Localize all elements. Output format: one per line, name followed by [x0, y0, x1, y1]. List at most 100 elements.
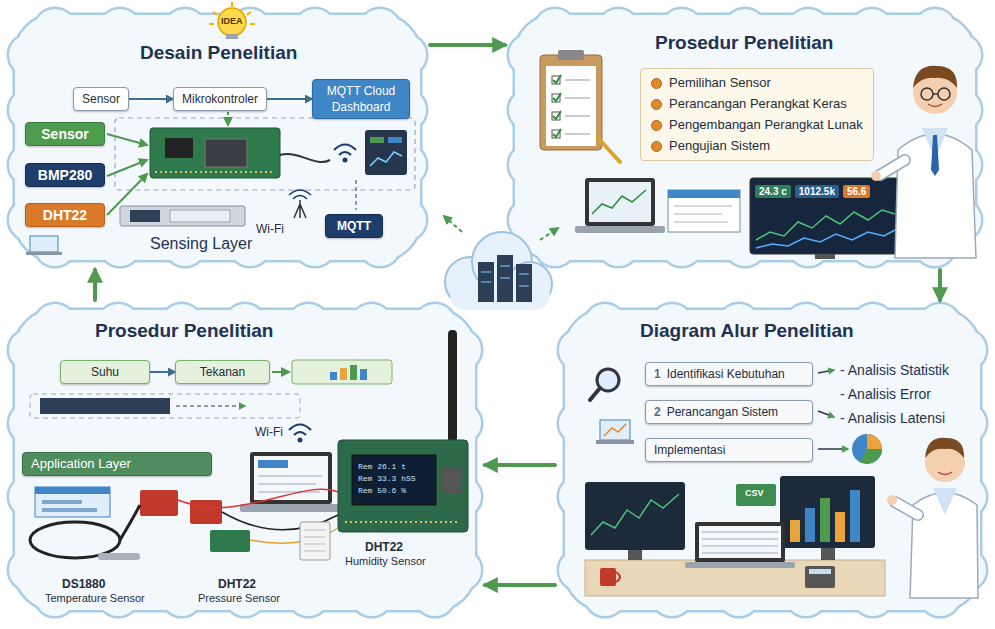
flow-arrow [485, 463, 555, 467]
board-area [26, 252, 62, 255]
clipboard [546, 66, 596, 146]
server-cloud [444, 216, 462, 232]
cloud-outline [15, 310, 475, 610]
cloud-outline [9, 9, 426, 266]
box-text: Implementasi [654, 443, 725, 457]
board-area [120, 206, 245, 226]
analysis-scene [809, 569, 831, 574]
server-cloud [516, 264, 532, 302]
cloud-outline [598, 226, 638, 266]
clipboard [558, 50, 584, 60]
cloud-outline [415, 304, 455, 344]
label-text: Humidity Sensor [345, 555, 426, 568]
analysis-scene [702, 546, 778, 547]
process-box: MQTT [325, 214, 383, 238]
workstation [592, 190, 646, 214]
process-box: Implementasi [645, 438, 813, 462]
process-box: Suhu [60, 360, 150, 384]
cloud-outline [288, 576, 328, 616]
server-cloud [481, 282, 491, 283]
analysis-scene [596, 440, 634, 444]
hardware-scene [298, 438, 303, 443]
label-text: - Analisis Statistik [840, 362, 949, 379]
board-area [150, 128, 280, 178]
idea-bulb [218, 8, 246, 36]
cloud-outline [386, 35, 426, 75]
section-cloud: Prosedur PenelitianSuhuTekananApplicatio… [5, 300, 485, 620]
section-title: Desain Penelitian [140, 42, 297, 64]
cloud-outline [352, 304, 392, 344]
hardware-scene [258, 492, 320, 493]
section-title: Prosedur Penelitian [95, 320, 273, 342]
workstation [575, 226, 665, 233]
cloud-outline [946, 330, 986, 370]
step-list-panel: Pemilihan SensorPerancangan Perangkat Ke… [640, 68, 874, 161]
analysis-scene [600, 568, 616, 586]
board-area [170, 210, 230, 222]
hardware-scene [304, 530, 326, 531]
cloud-outline [509, 145, 549, 185]
cloud-outline [509, 200, 549, 240]
label-text: Wi-Fi [255, 425, 283, 439]
cloud-outline [920, 576, 960, 616]
cloud-outline [386, 145, 426, 185]
cloud-outline [9, 403, 49, 443]
cloud-outline [559, 550, 599, 590]
cloud-outline [509, 35, 549, 75]
hardware-scene [98, 553, 140, 560]
label-text: DHT22 [218, 577, 256, 591]
cloud-outline [559, 330, 599, 370]
clipboard [553, 75, 561, 83]
box-text: Perancangan Sistem [667, 405, 778, 419]
cloud-outline [441, 477, 481, 517]
connector-arrow [129, 98, 173, 100]
cloud-outline [386, 200, 426, 240]
process-box: Mikrokontroler [173, 87, 267, 111]
label-text: Temperature Sensor [45, 592, 145, 605]
cloud-outline [509, 35, 549, 75]
clipboard [552, 112, 560, 120]
label-text: - Analisis Latensi [840, 410, 945, 427]
cloud-outline [598, 9, 638, 49]
box-text: DHT22 [43, 207, 87, 223]
analysis-scene [600, 420, 630, 440]
analysis-scene [820, 498, 830, 542]
cloud-outline [786, 576, 826, 616]
cloud-outline [946, 403, 986, 443]
process-box: Sensor [73, 87, 129, 111]
cloud-outline [288, 576, 328, 616]
server-cloud [519, 274, 529, 275]
cloud-outline [559, 330, 599, 370]
cloud-outline [386, 145, 426, 185]
clipboard [565, 134, 590, 135]
workstation [750, 178, 900, 254]
clipboard [553, 93, 561, 101]
board-area [227, 112, 229, 125]
cloud-outline [559, 403, 599, 443]
cloud-outline [565, 310, 980, 610]
clipboard [565, 80, 590, 81]
cloud-outline [515, 15, 975, 260]
board-area [370, 137, 384, 143]
hardware-scene [240, 504, 342, 512]
analysis-scene [805, 566, 835, 588]
workstation [756, 230, 895, 248]
cloud-outline [788, 226, 828, 266]
cloud-outline [441, 403, 481, 443]
hardware-scene [258, 476, 322, 477]
cloud-outline [509, 200, 549, 240]
cloud-outline [920, 576, 960, 616]
scientist [933, 488, 957, 515]
cloud-outline [9, 304, 481, 616]
hardware-scene [35, 487, 110, 494]
clipboard [553, 111, 561, 119]
workstation [668, 190, 740, 232]
oled-line: Rem 33.3 hSS [358, 473, 416, 485]
cloud-outline [941, 145, 981, 185]
cloud-outline [9, 35, 49, 75]
hardware-scene [258, 484, 316, 485]
box-text: Sensor [41, 126, 88, 142]
box-text: Suhu [91, 365, 119, 379]
hardware-scene [42, 508, 97, 512]
process-box: DHT22 [25, 203, 105, 227]
